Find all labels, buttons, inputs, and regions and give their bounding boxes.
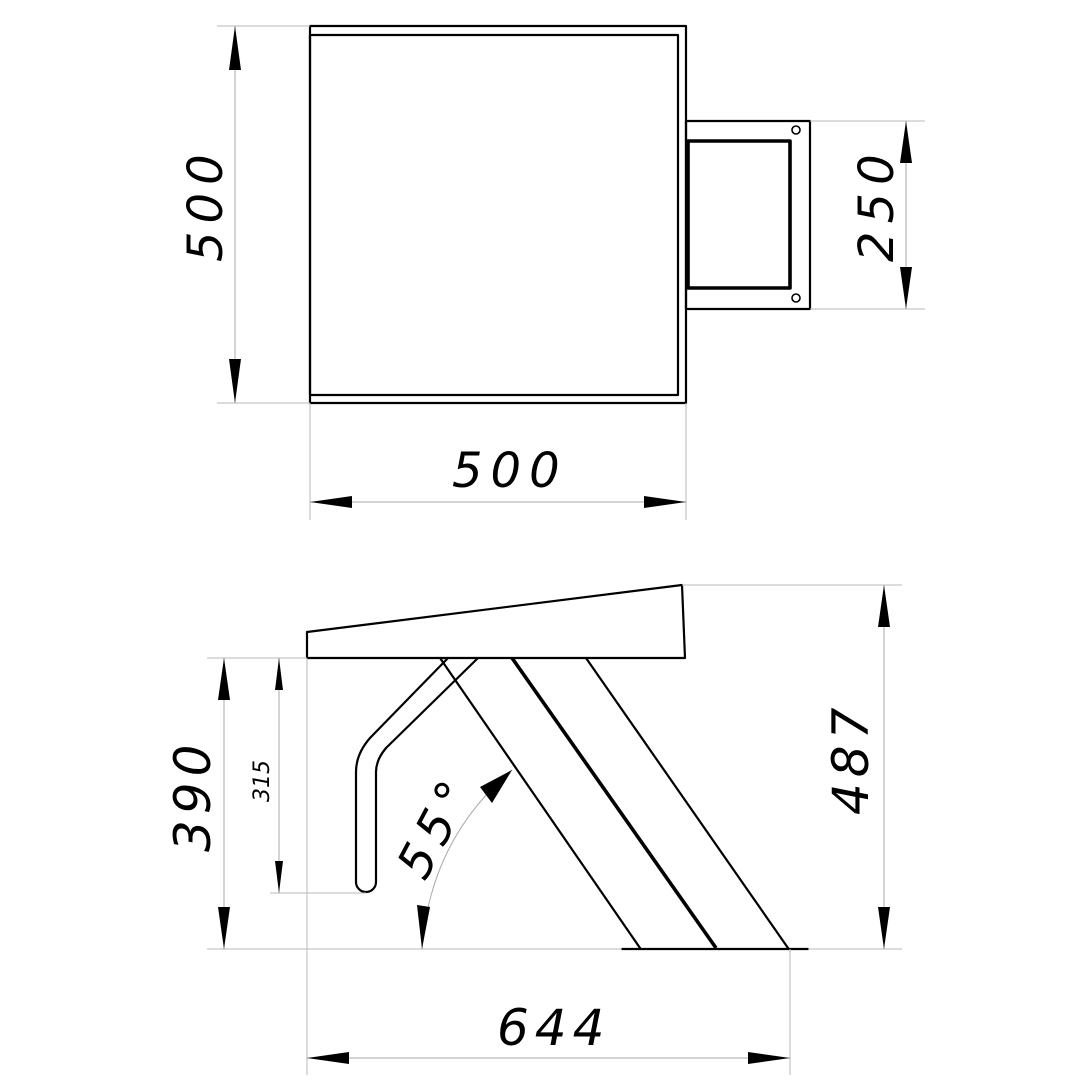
dim-label-top-width: 500	[452, 443, 568, 499]
front-leg	[438, 656, 642, 950]
bolt-hole-bottom	[791, 293, 801, 303]
side-view: 487 390 315 55° 644	[164, 583, 902, 1075]
dim-label-base-width: 644	[497, 999, 610, 1057]
top-view: 500 500 250	[178, 24, 925, 520]
dim-label-bracket: 250	[849, 146, 905, 262]
dimension-angle-55: 55°	[386, 765, 513, 950]
dimension-base-width-644: 644	[307, 999, 790, 1064]
rear-leg	[584, 656, 790, 950]
dimension-total-height-487: 487	[822, 585, 890, 949]
mounting-bracket	[684, 119, 812, 311]
dim-label-top-height: 500	[178, 146, 234, 262]
dim-label-angle: 55°	[386, 765, 487, 888]
dimension-height-500: 500	[178, 26, 241, 403]
middle-leg	[510, 656, 718, 950]
dimension-hook-height-315: 315	[250, 658, 283, 893]
bolt-hole-top	[791, 125, 801, 135]
dimension-width-500: 500	[310, 443, 686, 508]
dim-label-hook-height: 315	[250, 760, 275, 802]
dimension-bracket-250: 250	[849, 121, 912, 309]
dimension-leg-height-390: 390	[164, 658, 230, 949]
seat-inner-outline	[308, 33, 680, 397]
hook-tube	[354, 656, 480, 894]
dim-label-total-height: 487	[822, 702, 880, 815]
seat-outer-outline	[308, 24, 688, 405]
seat-profile	[305, 583, 687, 660]
dim-label-leg-height: 390	[164, 739, 222, 852]
